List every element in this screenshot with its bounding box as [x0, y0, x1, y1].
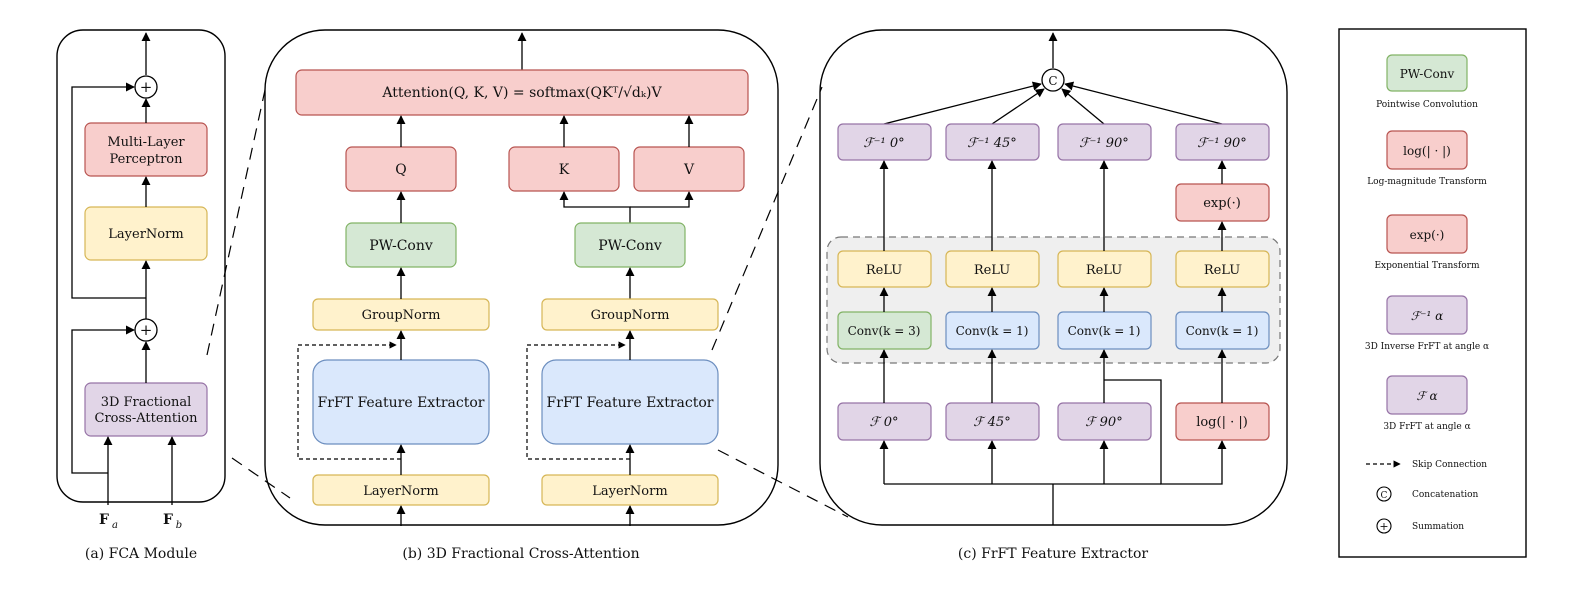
- conv-relu-group: [826, 236, 1281, 364]
- conv-k1-label-2: Conv(k = 1): [1068, 324, 1141, 338]
- legend-concat-symbol: C: [1381, 491, 1388, 501]
- inverse-frft-45-label: ℱ⁻¹ 45°: [967, 136, 1016, 151]
- inverse-frft-90-block: [1057, 123, 1152, 161]
- inverse-frft-90-label: ℱ⁻¹ 90°: [1079, 136, 1128, 151]
- inverse-frft-90-block-2: [1175, 123, 1270, 161]
- legend-exp-label: exp(·): [1410, 228, 1445, 242]
- conv-k3-label: Conv(k = 3): [848, 324, 921, 338]
- legend-log-swatch: [1386, 130, 1468, 170]
- caption-a: (a) FCA Module: [85, 546, 197, 562]
- frft-45-label: ℱ 45°: [973, 415, 1010, 430]
- zoom-line-b-top: [711, 86, 823, 351]
- frft-extractor-label-right: FrFT Feature Extractor: [547, 395, 714, 411]
- log-magnitude-label: log(| · |): [1196, 415, 1248, 430]
- legend-inverse-frft-desc: 3D Inverse FrFT at angle α: [1365, 342, 1489, 352]
- pwconv-label-left: PW-Conv: [369, 238, 433, 254]
- legend-log-desc: Log-magnitude Transform: [1367, 177, 1487, 187]
- pwconv-label-right: PW-Conv: [598, 238, 662, 254]
- conv-k1-label-3: Conv(k = 1): [1186, 324, 1259, 338]
- legend-frft-swatch: [1386, 375, 1468, 415]
- groupnorm-label-right: GroupNorm: [591, 308, 670, 323]
- frft-extractor-label-left: FrFT Feature Extractor: [318, 395, 485, 411]
- inverse-frft-45-block: [945, 123, 1040, 161]
- conv-k1-label-1: Conv(k = 1): [956, 324, 1029, 338]
- skip-connection-right: [526, 341, 630, 460]
- inverse-frft-90-label-2: ℱ⁻¹ 90°: [1197, 136, 1246, 151]
- fca-label-line2: Cross-Attention: [95, 411, 199, 426]
- layernorm-label-right: LayerNorm: [592, 484, 667, 499]
- input-f-b-sub: b: [176, 520, 182, 531]
- relu-label-1: ReLU: [866, 263, 902, 278]
- q-label: Q: [395, 162, 406, 178]
- relu-label-2: ReLU: [974, 263, 1010, 278]
- panel-a-frame: [56, 29, 226, 503]
- summation-symbol-top: +: [140, 78, 153, 96]
- frft-0-label: ℱ 0°: [869, 415, 898, 430]
- legend-exp-swatch: [1386, 214, 1468, 254]
- panel-b-cross-attention: Attention(Q, K, V) = softmax(QKᵀ/√dₖ)V Q…: [264, 29, 779, 562]
- legend-sum-icon: [1376, 518, 1392, 534]
- legend-sum-label: Summation: [1412, 522, 1464, 532]
- exp-label: exp(·): [1203, 196, 1241, 211]
- summation-symbol-bottom: +: [140, 321, 153, 339]
- attention-block: [295, 69, 749, 116]
- mlp-label-line2: Perceptron: [109, 152, 183, 167]
- legend-frame: [1338, 28, 1527, 558]
- caption-b: (b) 3D Fractional Cross-Attention: [402, 546, 639, 562]
- concat-symbol: C: [1048, 74, 1057, 88]
- attention-formula: Attention(Q, K, V) = softmax(QKᵀ/√dₖ)V: [381, 85, 662, 101]
- fca-label-line1: 3D Fractional: [101, 395, 192, 410]
- legend-inverse-frft-label: ℱ⁻¹ α: [1411, 309, 1444, 323]
- zoom-line-a-bottom: [231, 457, 291, 499]
- legend-pwconv-desc: Pointwise Convolution: [1376, 100, 1478, 110]
- legend-concat-label: Concatenation: [1412, 490, 1479, 500]
- panel-b-frame: [264, 29, 779, 526]
- legend-log-label: log(| · |): [1403, 144, 1451, 158]
- concat-node: [1041, 68, 1065, 92]
- input-f-a: F: [99, 512, 109, 528]
- inverse-frft-0-label: ℱ⁻¹ 0°: [863, 136, 904, 151]
- legend: PW-Conv Pointwise Convolution log(| · |)…: [1338, 28, 1527, 558]
- caption-c: (c) FrFT Feature Extractor: [958, 546, 1148, 562]
- legend-skip-label: Skip Connection: [1412, 460, 1487, 470]
- layernorm-label-left: LayerNorm: [363, 484, 438, 499]
- panel-a-fca-module: + Multi-Layer Perceptron LayerNorm + 3D …: [56, 29, 226, 562]
- legend-exp-desc: Exponential Transform: [1374, 261, 1479, 271]
- inverse-frft-0-block: [837, 123, 932, 161]
- input-f-a-sub: a: [112, 520, 118, 531]
- pwconv-block-right: [574, 222, 686, 268]
- k-label: K: [559, 162, 570, 178]
- legend-pwconv-swatch: [1386, 54, 1468, 92]
- relu-label-3: ReLU: [1086, 263, 1122, 278]
- legend-pwconv-label: PW-Conv: [1400, 67, 1455, 81]
- legend-inverse-frft-swatch: [1386, 295, 1468, 335]
- legend-frft-label: ℱ α: [1416, 389, 1437, 403]
- groupnorm-label-left: GroupNorm: [362, 308, 441, 323]
- v-label: V: [683, 162, 695, 178]
- zoom-line-a-top: [206, 89, 266, 356]
- legend-sum-symbol: +: [1379, 520, 1388, 533]
- groupnorm-block-right: [541, 298, 719, 331]
- zoom-line-b-bottom: [717, 449, 849, 518]
- skip-connection-left: [297, 341, 401, 460]
- layernorm-label: LayerNorm: [108, 227, 183, 242]
- input-f-b: F: [163, 512, 173, 528]
- legend-concat-icon: [1376, 486, 1392, 502]
- summation-node-top: [134, 75, 158, 99]
- frft-90-label: ℱ 90°: [1085, 415, 1122, 430]
- relu-label-4: ReLU: [1204, 263, 1240, 278]
- mlp-label-line1: Multi-Layer: [107, 135, 185, 150]
- panel-c-frft-extractor: C ℱ⁻¹ 0° ℱ⁻¹ 45° ℱ⁻¹ 90° ℱ⁻¹ 90° exp(·) …: [819, 29, 1288, 562]
- legend-frft-desc: 3D FrFT at angle α: [1383, 422, 1470, 432]
